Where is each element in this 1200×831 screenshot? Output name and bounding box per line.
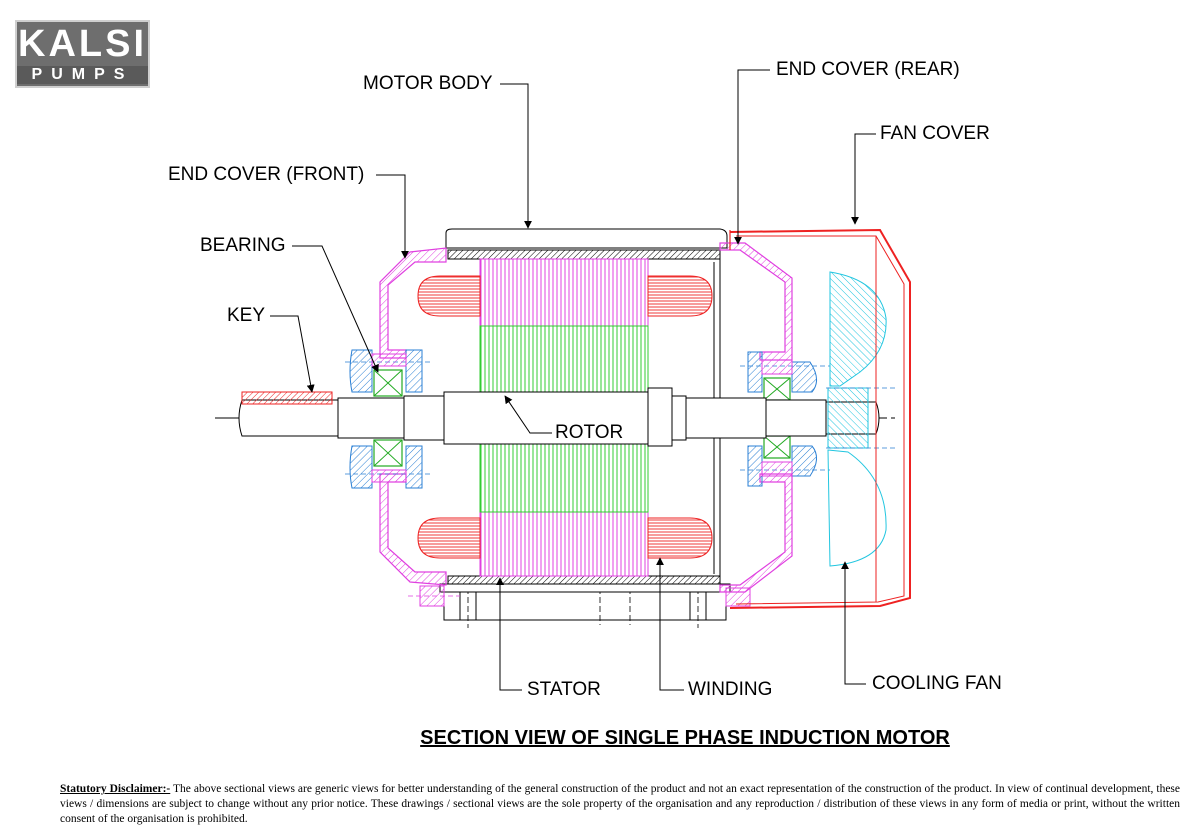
kalsi-pumps-logo: KALSI PUMPS bbox=[15, 20, 150, 88]
disclaimer-text: The above sectional views are generic vi… bbox=[60, 783, 1180, 825]
leader-motor-body bbox=[500, 83, 532, 229]
fan-cover bbox=[729, 228, 911, 609]
rotor-core bbox=[479, 325, 649, 513]
label-fan-cover: FAN COVER bbox=[880, 123, 990, 144]
logo-text-bottom: PUMPS bbox=[17, 66, 148, 84]
leader-end-cover-front bbox=[376, 174, 409, 259]
leader-bearing bbox=[292, 245, 379, 373]
label-bearing: BEARING bbox=[200, 235, 286, 256]
motor-body bbox=[445, 228, 728, 586]
front-bearing bbox=[371, 353, 407, 483]
shaft-key bbox=[241, 391, 333, 405]
label-end-cover-rear: END COVER (REAR) bbox=[776, 59, 960, 80]
label-end-cover-front: END COVER (FRONT) bbox=[168, 164, 365, 185]
leader-winding bbox=[656, 557, 684, 691]
label-winding: WINDING bbox=[688, 679, 773, 700]
logo-text-top: KALSI bbox=[18, 23, 147, 65]
disclaimer-heading: Statutory Disclaimer:- bbox=[60, 783, 171, 795]
statutory-disclaimer: Statutory Disclaimer:- The above section… bbox=[60, 782, 1180, 827]
leader-rotor bbox=[504, 395, 552, 434]
stator-core bbox=[479, 258, 649, 577]
leader-cooling-fan bbox=[841, 561, 866, 685]
motor-base bbox=[439, 583, 731, 628]
label-motor-body: MOTOR BODY bbox=[363, 73, 493, 94]
leader-fan-cover bbox=[851, 133, 876, 225]
label-rotor: ROTOR bbox=[555, 422, 624, 443]
label-stator: STATOR bbox=[527, 679, 601, 700]
stator-winding bbox=[417, 275, 713, 559]
cooling-fan bbox=[826, 271, 896, 567]
rear-bearing-housing bbox=[740, 351, 830, 487]
leader-lines bbox=[270, 69, 876, 691]
label-cooling-fan: COOLING FAN bbox=[872, 673, 1002, 694]
motor-shaft bbox=[238, 387, 880, 447]
label-key: KEY bbox=[227, 305, 266, 326]
rear-bearing bbox=[761, 359, 793, 477]
leader-stator bbox=[496, 577, 522, 691]
diagram-title: SECTION VIEW OF SINGLE PHASE INDUCTION M… bbox=[420, 727, 950, 749]
leader-key bbox=[270, 315, 315, 393]
leader-end-cover-rear bbox=[734, 69, 770, 245]
